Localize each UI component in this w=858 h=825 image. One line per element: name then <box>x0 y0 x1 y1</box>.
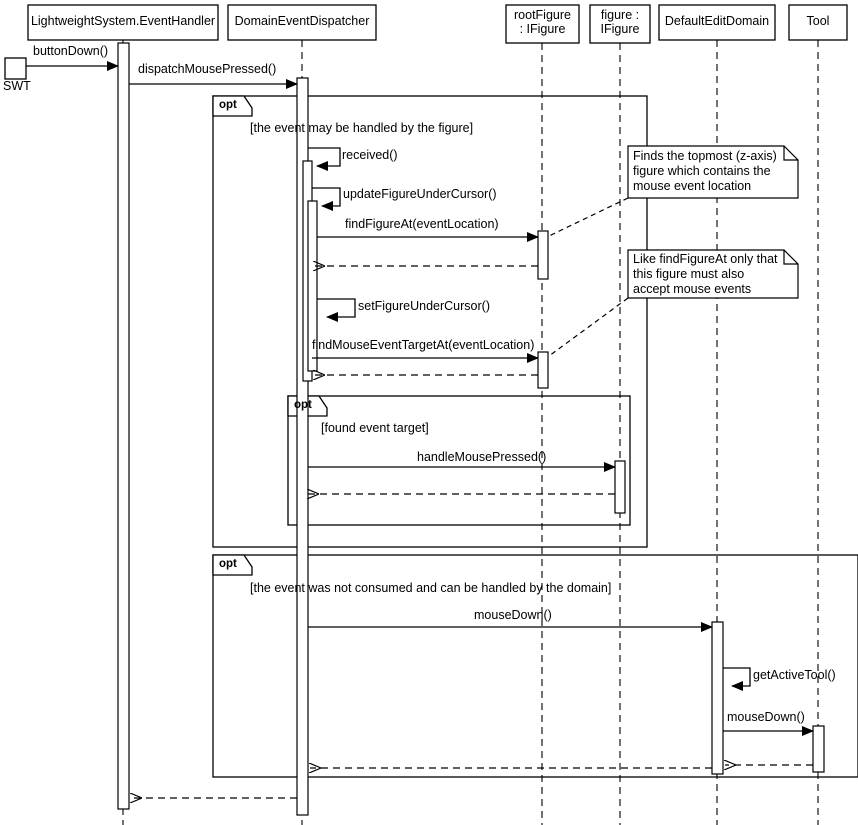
message-label-dispatchMousePressed: dispatchMousePressed() <box>138 62 277 76</box>
fragment-rect-opt-target <box>287 395 631 526</box>
message-label-mouseDown-domain: mouseDown() <box>474 608 552 622</box>
fragment-rect-opt-figure <box>212 95 648 548</box>
activation-dispatcher-nested-2 <box>307 200 318 372</box>
message-label-getActiveTool: getActiveTool() <box>753 668 836 682</box>
message-label-mouseDown-tool: mouseDown() <box>727 710 805 724</box>
actor-label-swt: SWT <box>3 79 31 93</box>
fragment-operator-opt-figure: opt <box>219 99 237 111</box>
lifeline-box-figure <box>589 4 651 44</box>
activation-bars <box>117 42 825 816</box>
fragment-operator-opt-domain: opt <box>219 558 237 570</box>
message-label-setFigureUnderCursor: setFigureUnderCursor() <box>358 299 490 313</box>
note-text-findmouseeventtargetat: Like findFigureAt only that this figure … <box>633 252 778 296</box>
message-arrow-received <box>308 147 341 171</box>
note-shape-findfigureat <box>627 145 799 199</box>
lifeline-label-eventhandler[interactable]: LightweightSystem.EventHandler <box>30 14 216 28</box>
fragment-guard-opt-domain: [the event was not consumed and can be h… <box>250 581 612 595</box>
notes-layer <box>548 145 799 357</box>
activation-rootfigure-2 <box>537 351 549 389</box>
message-label-updateFigureUnderCursor: updateFigureUnderCursor() <box>343 187 497 201</box>
actor-box-swt <box>4 57 27 80</box>
fragment-tag-shape-opt-domain <box>212 554 253 576</box>
note-fold-findmouseeventtargetat <box>783 250 798 265</box>
fragment-rects <box>212 95 858 778</box>
note-text-findfigureat: Finds the topmost (z-axis) figure which … <box>633 149 777 193</box>
lifeline-label-tool[interactable]: Tool <box>806 14 830 28</box>
lifeline-box-rootfigure <box>505 4 580 44</box>
lifeline-label-dispatcher[interactable]: DomainEventDispatcher <box>234 14 370 28</box>
activation-editdomain-1 <box>711 621 724 775</box>
lifeline-label-editdomain[interactable]: DefaultEditDomain <box>664 14 770 28</box>
lifeline-box-tool <box>788 4 848 41</box>
activation-tool-1 <box>812 725 825 773</box>
fragment-guard-opt-figure: [the event may be handled by the figure] <box>250 121 474 135</box>
activation-dispatcher-main <box>296 77 309 816</box>
message-label-handleMousePressed: handleMousePressed() <box>417 450 547 464</box>
message-label-findFigureAt: findFigureAt(eventLocation) <box>345 217 499 231</box>
message-label-findMouseEventTargetAt: findMouseEventTargetAt(eventLocation) <box>312 338 535 352</box>
message-label-received: received() <box>342 148 398 162</box>
lifeline-label-figure[interactable]: figure : IFigure <box>600 8 640 36</box>
activation-figure-1 <box>614 460 626 514</box>
lifeline-header-boxes <box>27 4 848 44</box>
fragment-rect-opt-domain <box>212 554 858 778</box>
fragment-tag-shape-opt-figure <box>212 95 253 117</box>
activation-rootfigure-1 <box>537 230 549 280</box>
message-arrow-updateFigureUnderCursor <box>312 187 341 211</box>
lifeline-box-dispatcher <box>227 4 377 41</box>
message-arrow-setFigureUnderCursor <box>317 298 356 322</box>
note-shape-findmouseeventtargetat <box>627 249 799 299</box>
note-anchor-findfigureat <box>548 197 629 237</box>
fragment-operator-opt-target: opt <box>294 399 312 411</box>
activation-eventhandler-main <box>117 42 130 810</box>
message-arrow-getActiveTool <box>723 667 751 691</box>
lifeline-box-eventhandler <box>27 4 219 41</box>
note-anchor-findmouseeventtargetat <box>548 297 629 357</box>
lifeline-box-editdomain <box>658 4 776 41</box>
lifeline-label-rootfigure[interactable]: rootFigure : IFigure <box>514 8 571 36</box>
fragment-guard-opt-target: [found event target] <box>321 421 429 435</box>
messages-layer <box>26 61 814 798</box>
message-label-buttonDown: buttonDown() <box>33 44 109 58</box>
note-fold-findfigureat <box>783 146 798 161</box>
